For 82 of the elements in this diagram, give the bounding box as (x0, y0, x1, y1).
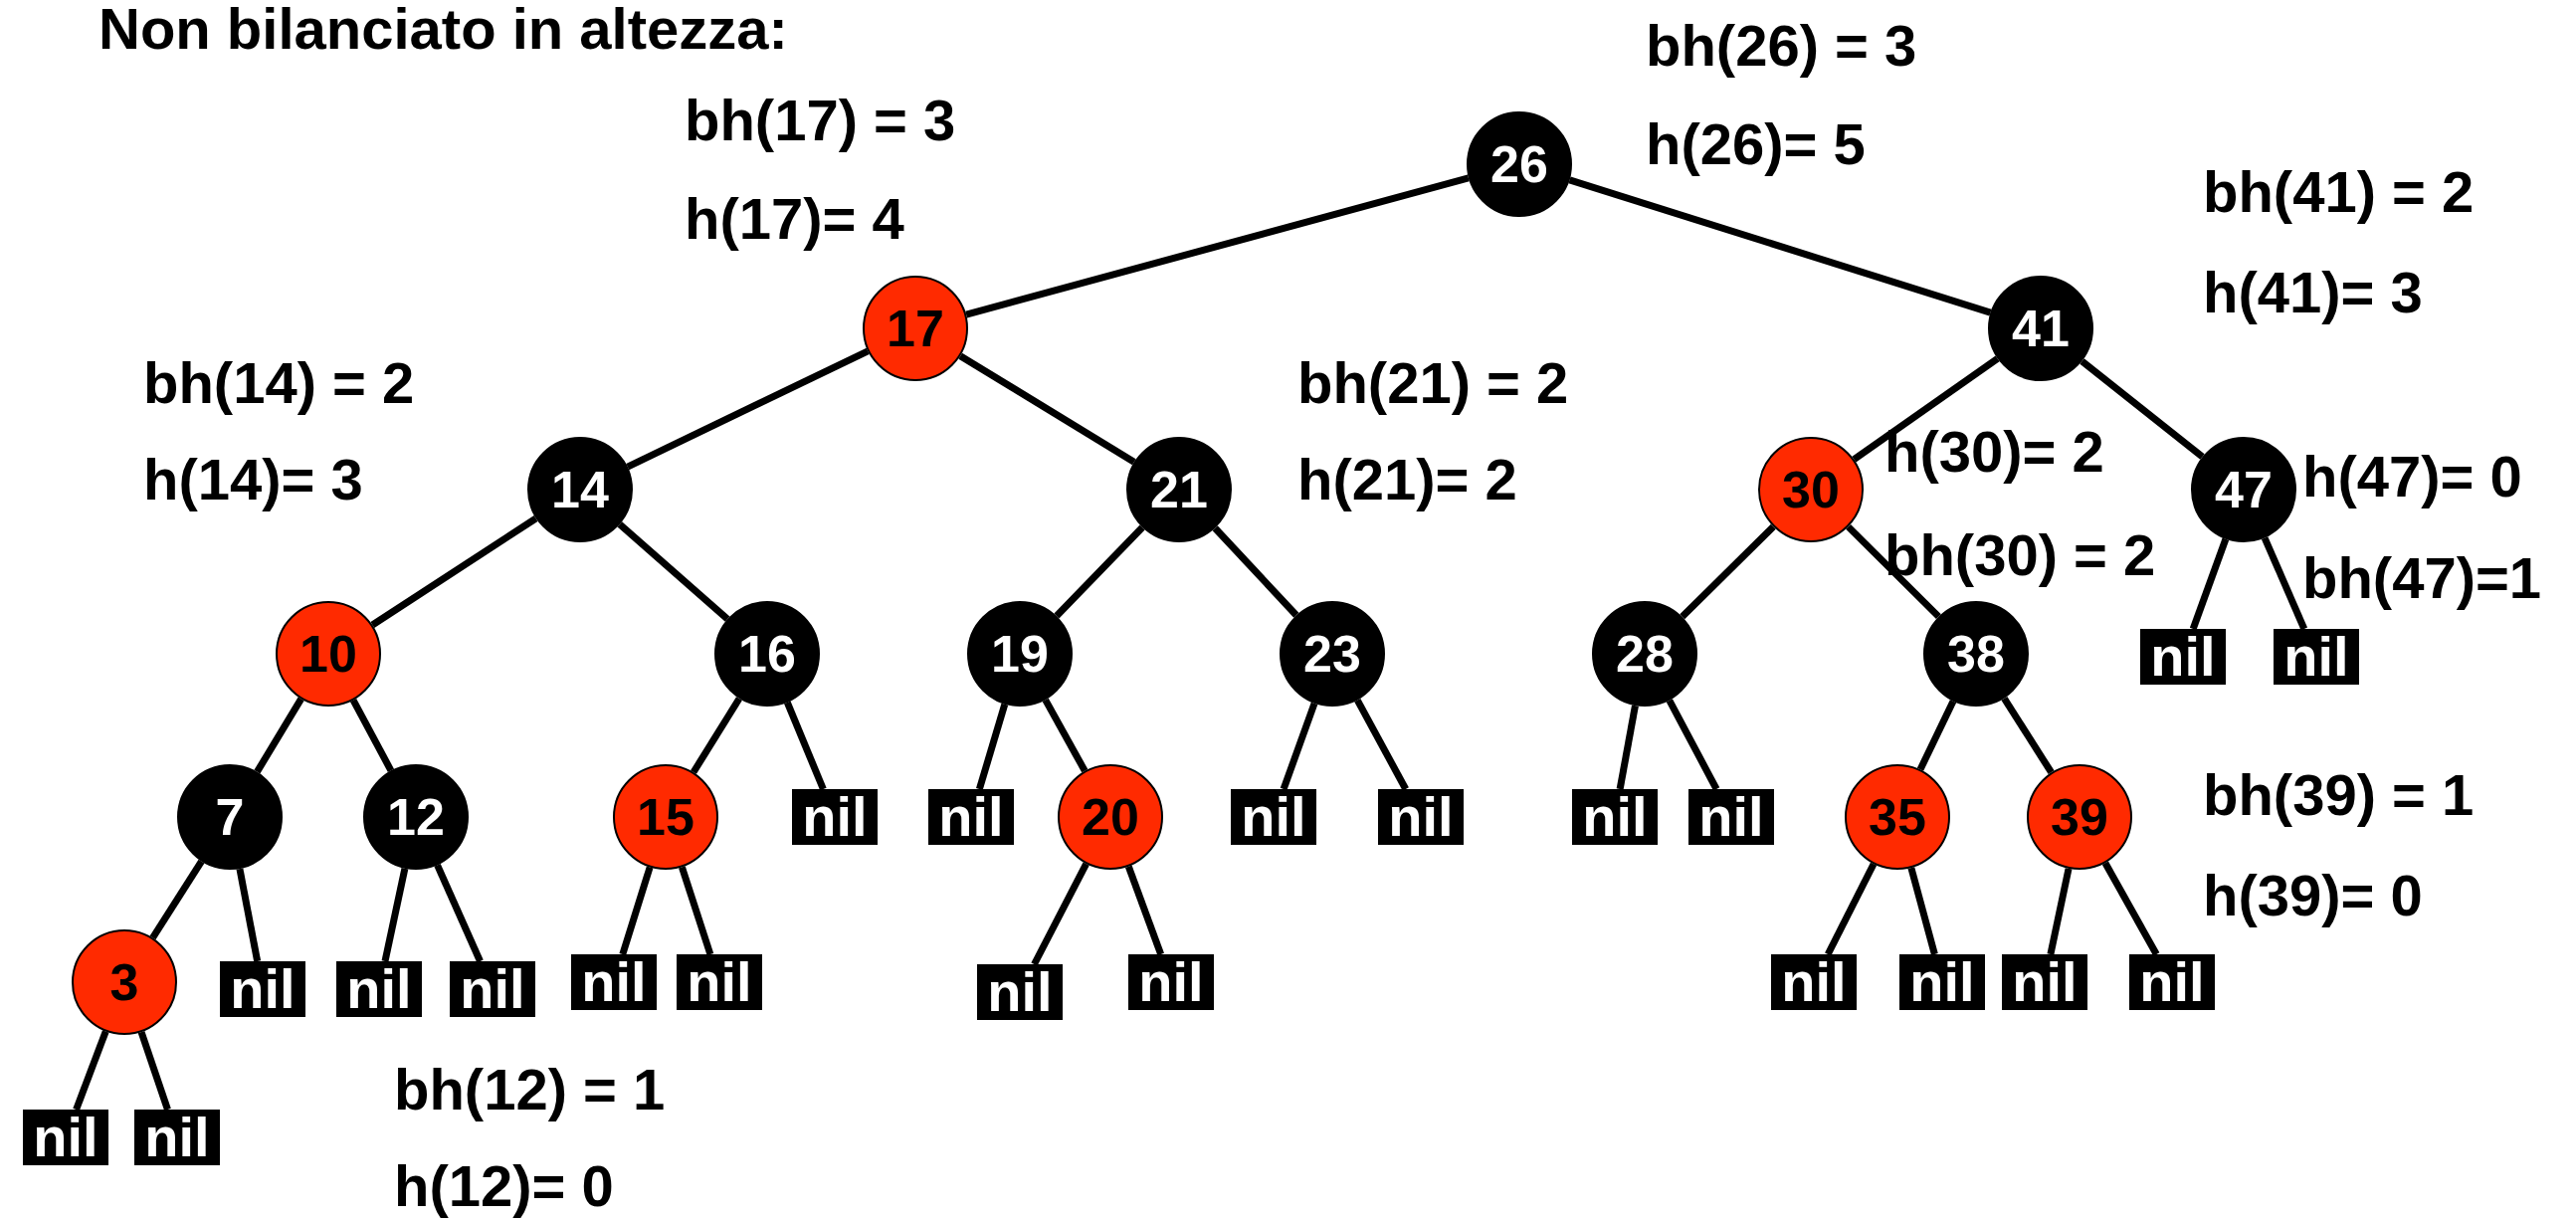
tree-node: 15 (613, 764, 718, 870)
nil-leaf: nil (1771, 954, 1857, 1010)
tree-edge (1212, 525, 1299, 618)
nil-leaf: nil (928, 789, 1014, 845)
nil-leaf: nil (336, 961, 422, 1017)
tree-edge (958, 352, 1136, 466)
tree-node: 19 (967, 601, 1073, 707)
tree-edge (2080, 358, 2205, 460)
title: Non bilanciato in altezza: (99, 0, 788, 58)
tree-edge (149, 859, 205, 940)
tree-edge (73, 1030, 109, 1112)
tree-node: 23 (1280, 601, 1385, 707)
nil-leaf: nil (571, 954, 657, 1010)
tree-edge (1354, 698, 1409, 791)
tree-edge (2261, 536, 2308, 631)
tree-edge (976, 703, 1009, 790)
tree-edge (626, 347, 870, 471)
nil-leaf: nil (134, 1110, 220, 1165)
tree-node: 16 (714, 601, 820, 707)
tree-edge (619, 866, 654, 956)
tree-node: 17 (863, 276, 968, 381)
tree-node: 10 (276, 601, 381, 707)
tree-edge (1042, 698, 1089, 773)
tree-edge (1031, 862, 1090, 966)
nil-leaf: nil (1572, 789, 1658, 845)
tree-edge (2047, 868, 2073, 955)
tree-edge (691, 697, 742, 774)
tree-edge (1852, 355, 2000, 463)
tree-edge (1125, 865, 1164, 956)
nil-leaf: nil (2274, 629, 2359, 685)
tree-edge (381, 868, 409, 962)
nil-leaf: nil (450, 961, 535, 1017)
nil-leaf: nil (977, 964, 1063, 1020)
tree-node: 30 (1758, 437, 1864, 542)
tree-edge (2101, 861, 2160, 956)
tree-node: 21 (1126, 437, 1232, 542)
nil-leaf: nil (2140, 629, 2226, 685)
tree-edge (1825, 862, 1878, 956)
tree-edge (2189, 537, 2230, 631)
tree-node: 47 (2191, 437, 2296, 542)
tree-node: 7 (177, 764, 283, 870)
tree-edge (1054, 524, 1145, 619)
nil-leaf: nil (1231, 789, 1316, 845)
tree-edge (370, 515, 538, 628)
tree-edge (617, 521, 730, 622)
nil-leaf: nil (2002, 954, 2087, 1010)
tree-edge (1846, 523, 1941, 620)
tree-node: 28 (1592, 601, 1697, 707)
tree-node: 20 (1058, 764, 1163, 870)
tree-node: 35 (1845, 764, 1950, 870)
tree-edge (1680, 523, 1776, 620)
tree-edge (784, 701, 827, 791)
nil-leaf: nil (1899, 954, 1985, 1010)
nil-leaf: nil (220, 961, 305, 1017)
tree-node: 38 (1923, 601, 2029, 707)
nil-leaf: nil (677, 954, 762, 1010)
tree-edge (1907, 867, 1938, 955)
tree-edge (236, 868, 262, 962)
nil-leaf: nil (23, 1110, 108, 1165)
tree-edge (137, 1031, 171, 1112)
nil-leaf: nil (792, 789, 878, 845)
tree-edge (1616, 705, 1639, 790)
tree-edge (965, 174, 1470, 318)
tree-edge (434, 864, 484, 963)
tree-node: 26 (1467, 111, 1572, 217)
nil-leaf: nil (1378, 789, 1464, 845)
tree-edge (679, 866, 714, 956)
tree-node: 3 (72, 929, 177, 1035)
tree-edge (1916, 700, 1957, 771)
tree-edge (2001, 696, 2055, 775)
tree-edge (1280, 702, 1318, 791)
nil-leaf: nil (1128, 954, 1214, 1010)
nil-leaf: nil (1688, 789, 1774, 845)
tree-edge (1568, 176, 1992, 316)
tree-edge (254, 697, 304, 774)
tree-node: 39 (2027, 764, 2132, 870)
nil-leaf: nil (2129, 954, 2215, 1010)
tree-edge (349, 699, 395, 772)
tree-edge (1666, 699, 1720, 791)
tree-node: 12 (363, 764, 469, 870)
tree-node: 14 (527, 437, 633, 542)
tree-node: 41 (1988, 276, 2093, 381)
